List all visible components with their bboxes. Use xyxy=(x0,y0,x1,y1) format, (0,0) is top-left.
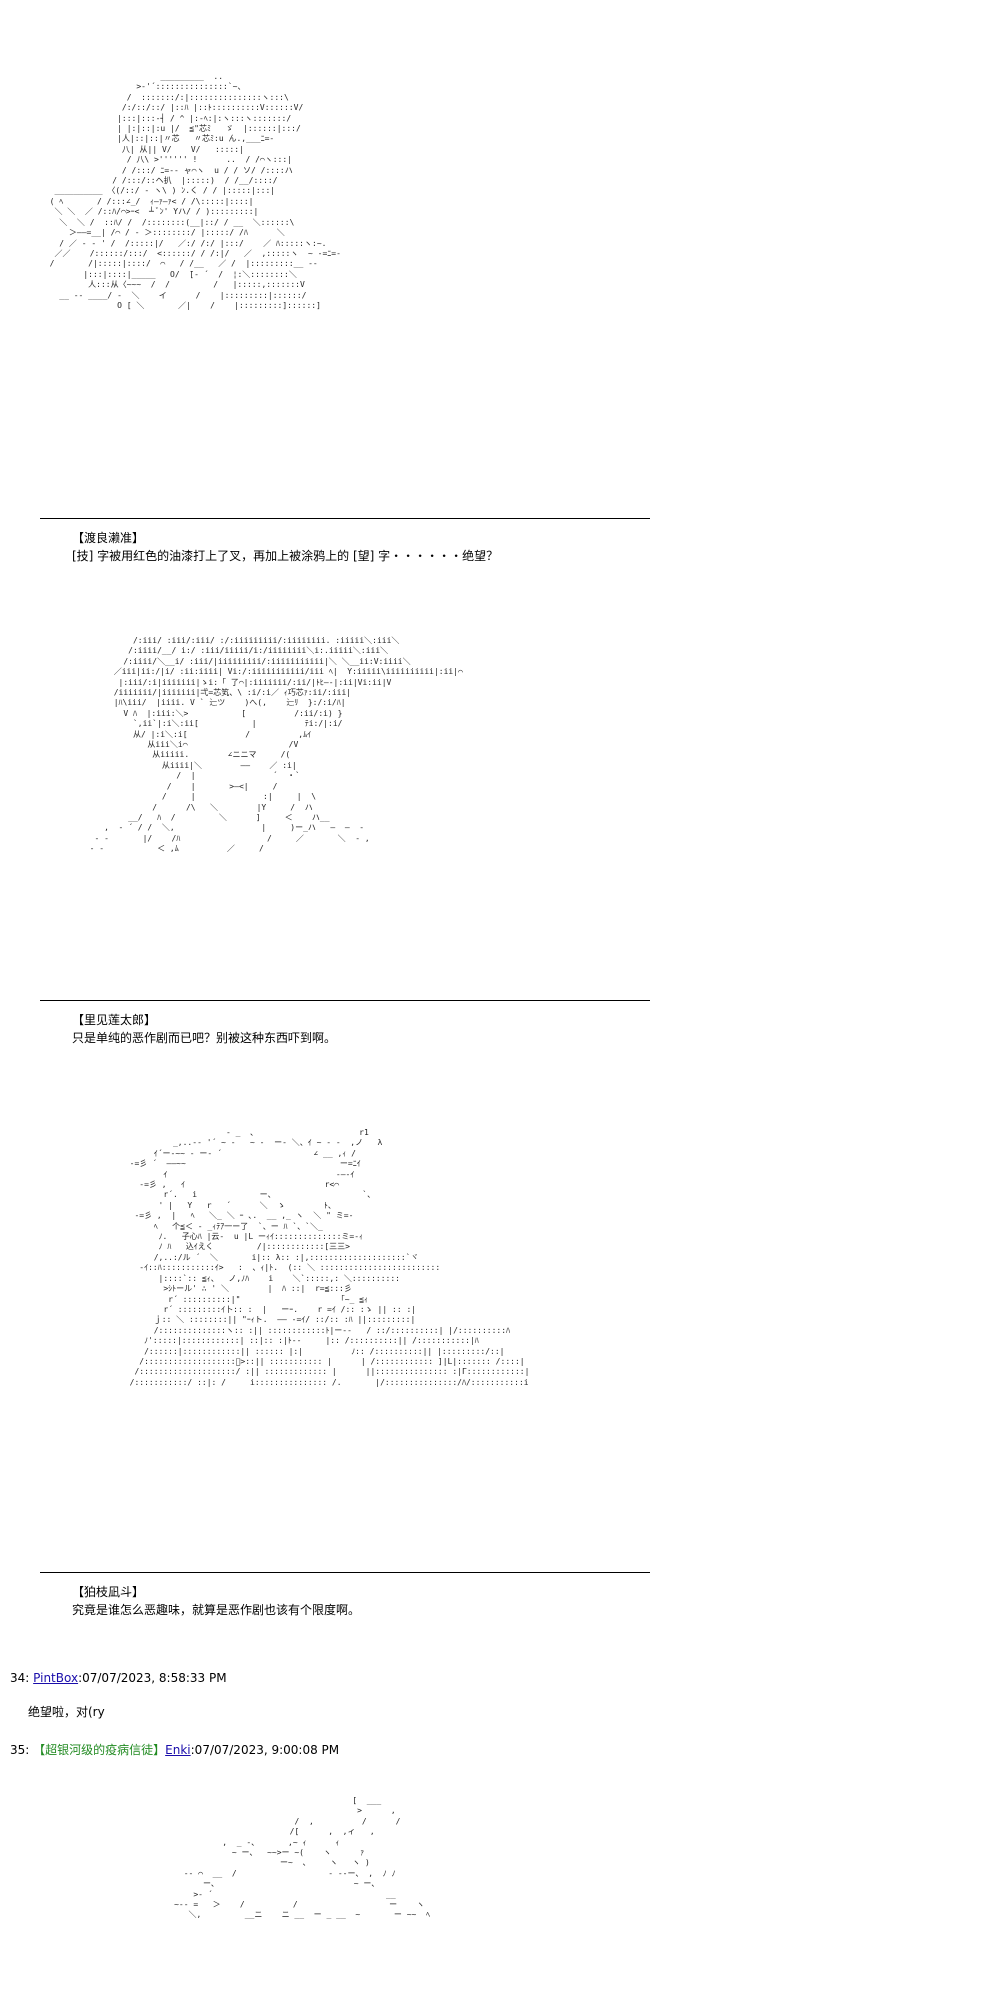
ascii-art-1: _________ .. >‐'´:::::::::::::::`~、 / ::… xyxy=(49,72,341,310)
speaker-name: 【渡良濑准】 xyxy=(72,531,145,545)
thread-page: _________ .. >‐'´:::::::::::::::`~、 / ::… xyxy=(10,72,650,1920)
post-timestamp: :07/07/2023, 8:58:33 PM xyxy=(78,1671,227,1685)
ascii-art-2: /:iii/ :iii/:iii/ :/:iiiiiiiii/:iiiiiiii… xyxy=(89,636,463,854)
divider xyxy=(40,518,650,519)
post-header: 34: PintBox:07/07/2023, 8:58:33 PM xyxy=(10,1670,227,1686)
poster-name-link[interactable]: Enki xyxy=(165,1743,191,1757)
dialogue-line: 只是单纯的恶作剧而已吧？别被这种东西吓到啊。 xyxy=(72,1031,337,1045)
ascii-art-3: ‐ _ 、 r1 _,..-‐ '´ ~ ‐ ~ - ー- ＼、ｲ ~ ‐ - … xyxy=(129,1128,530,1387)
divider xyxy=(40,1000,650,1001)
post-number: 35: xyxy=(10,1743,34,1757)
poster-trip-name: 【超银河级的疫病信徒】 xyxy=(33,1743,166,1757)
dialogue-line: [技] 字被用红色的油漆打上了叉，再加上被涂鸦上的 [望] 字・・・・・・绝望？ xyxy=(72,549,499,563)
post-header: 35: 【超银河级的疫病信徒】Enki:07/07/2023, 9:00:08 … xyxy=(10,1742,339,1758)
post-timestamp: :07/07/2023, 9:00:08 PM xyxy=(190,1743,340,1757)
ascii-art-4: [ ___ > , / , / / /[ , ,ィ , , _ -、 ,~ ｨ … xyxy=(174,1796,431,1920)
poster-name-link[interactable]: PintBox xyxy=(33,1671,79,1685)
speaker-name: 【狛枝凪斗】 xyxy=(72,1585,145,1599)
divider xyxy=(40,1572,650,1573)
post-body: 绝望啦，对(ry xyxy=(28,1705,105,1719)
post-number: 34: xyxy=(10,1671,34,1685)
speaker-name: 【里见莲太郎】 xyxy=(72,1013,157,1027)
dialogue-line: 究竟是谁怎么恶趣味，就算是恶作剧也该有个限度啊。 xyxy=(72,1603,361,1617)
